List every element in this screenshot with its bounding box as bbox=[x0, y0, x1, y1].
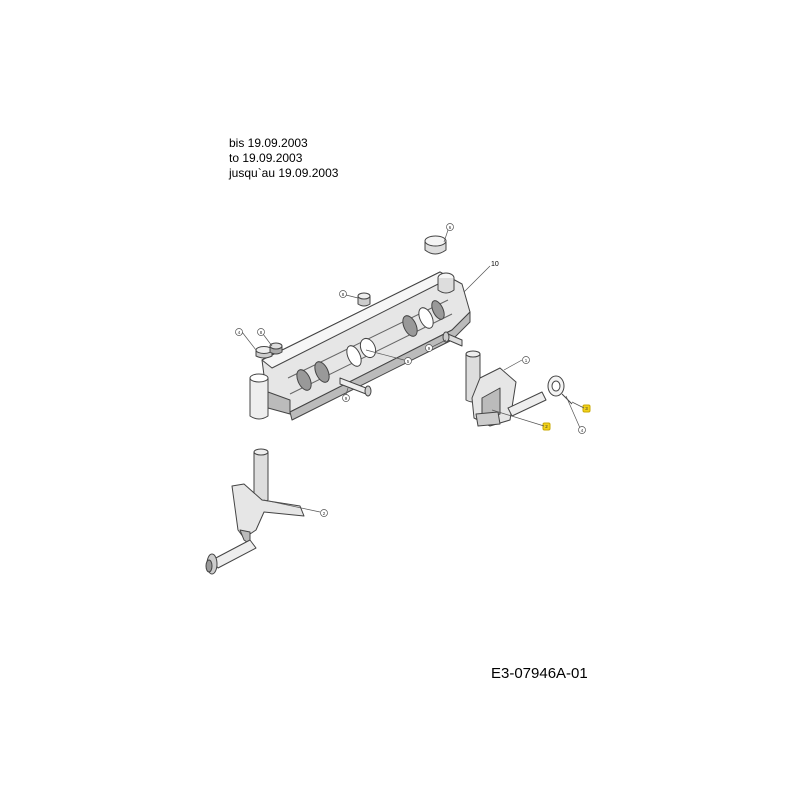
callout-top-cap: 6 bbox=[449, 225, 452, 230]
callout-right-pin: 2 bbox=[545, 424, 548, 429]
callout-axle: 5 bbox=[407, 359, 410, 364]
right-spindle bbox=[465, 350, 573, 427]
callout-nut-upper: 8 bbox=[342, 292, 345, 297]
note-german: bis 19.09.2003 bbox=[229, 136, 308, 150]
callout-right-washer: 4 bbox=[581, 428, 584, 433]
callout-left-nut-a: 4 bbox=[238, 330, 241, 335]
note-english: to 19.09.2003 bbox=[229, 151, 303, 165]
callout-left-nut-b: 8 bbox=[260, 330, 263, 335]
callout-circles bbox=[235, 223, 586, 517]
callout-left-spindle: 2 bbox=[323, 511, 326, 516]
callout-right-spindle: 1 bbox=[525, 358, 528, 363]
left-spindle bbox=[205, 448, 305, 575]
callout-labels: 6 10 8 9 5 4 8 9 1 4 3 2 2 bbox=[238, 225, 589, 516]
callout-right-spring: 3 bbox=[585, 406, 588, 411]
note-french: jusqu`au 19.09.2003 bbox=[229, 166, 339, 180]
diagram-reference-code: E3-07946A-01 bbox=[491, 665, 588, 682]
left-pivot-tube bbox=[249, 373, 291, 420]
callout-left-bolt: 9 bbox=[345, 396, 348, 401]
left-nut-stack bbox=[255, 342, 283, 359]
highlight-marker-washer bbox=[582, 404, 591, 413]
highlight-marker-axle-end bbox=[542, 422, 551, 431]
upper-nut bbox=[357, 292, 371, 307]
callout-bolt-mid: 9 bbox=[428, 346, 431, 351]
bolt-middle bbox=[442, 331, 463, 347]
bolt-lower bbox=[339, 377, 372, 397]
callout-pivot-bolt: 10 bbox=[491, 261, 499, 268]
axle-beam bbox=[261, 271, 471, 421]
top-cap bbox=[424, 235, 447, 255]
